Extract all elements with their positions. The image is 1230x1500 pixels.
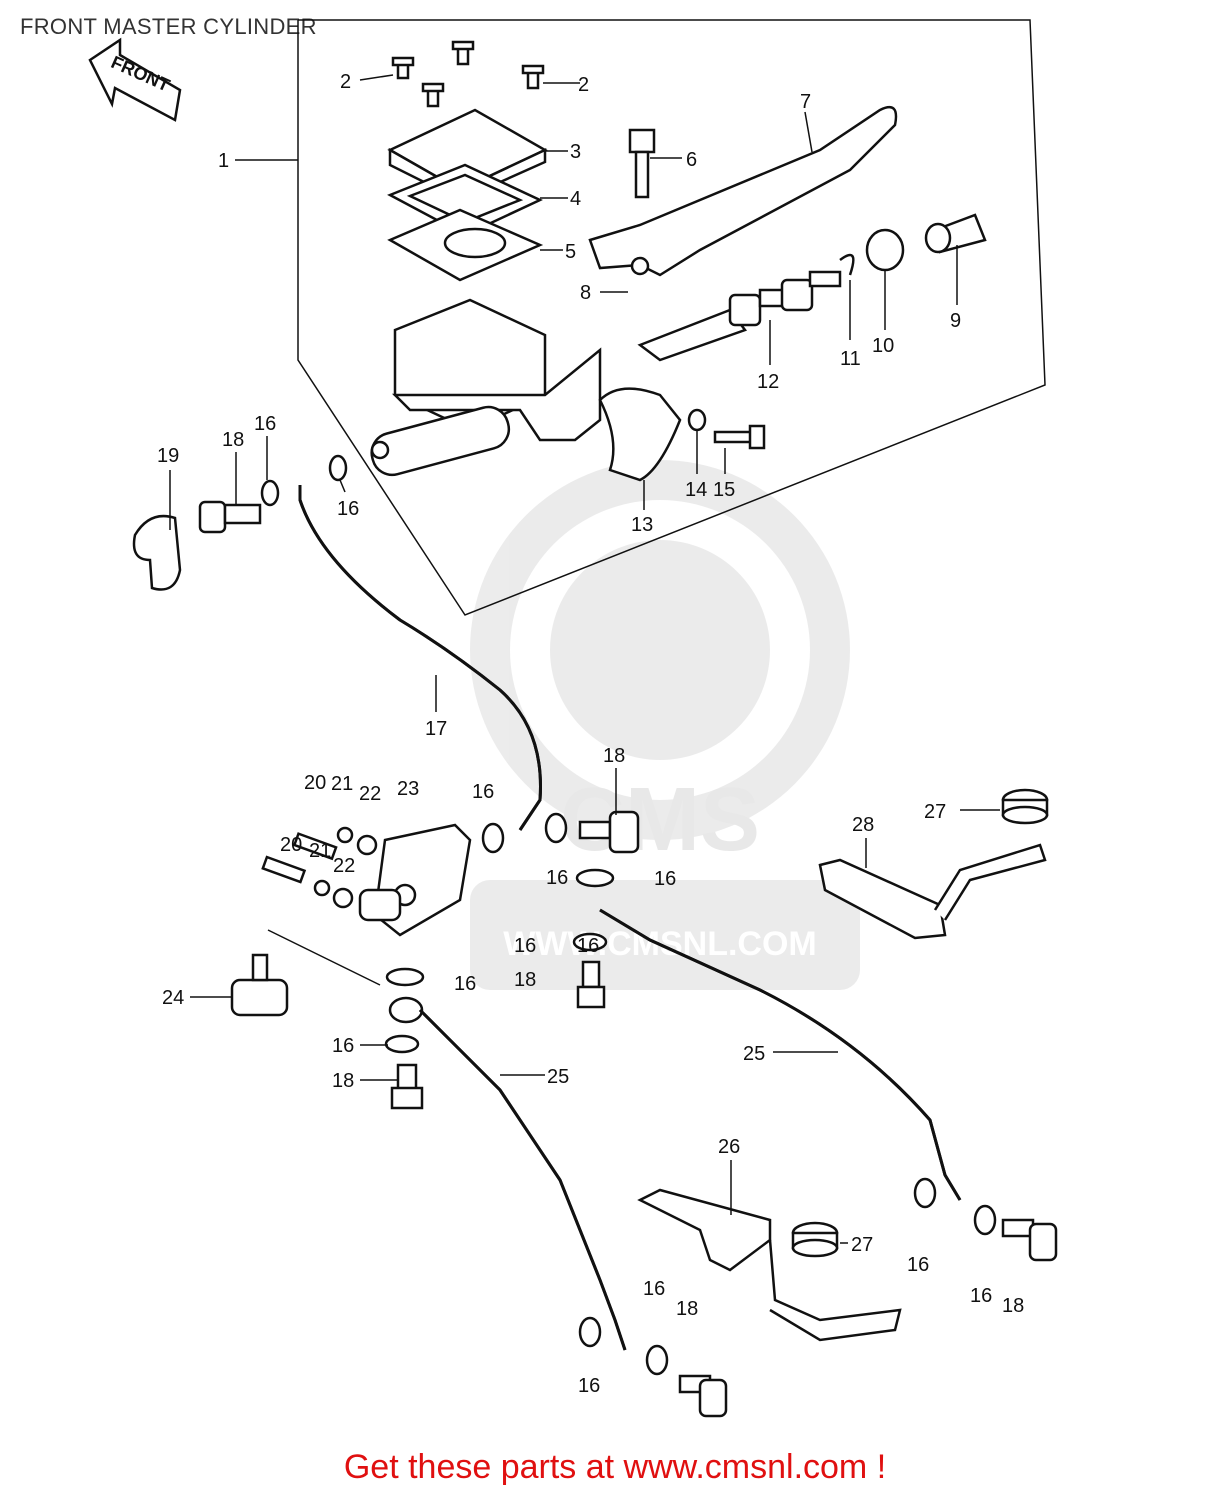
callout-2b: 2 [578, 74, 589, 96]
callout-9: 9 [950, 310, 961, 332]
callout-25a: 25 [547, 1066, 569, 1088]
banjo-cap [132, 514, 182, 591]
callout-19: 19 [157, 445, 179, 467]
brake-light-switch [230, 929, 381, 1017]
lever-pivot-bolt [628, 128, 656, 199]
callout-16-10: 16 [970, 1285, 992, 1307]
callout-21b: 21 [309, 840, 331, 862]
callout-21a: 21 [331, 773, 353, 795]
callout-24: 24 [162, 987, 184, 1009]
callout-25b: 25 [743, 1043, 765, 1065]
callout-18-1: 18 [222, 429, 244, 451]
callout-18-5: 18 [1002, 1295, 1024, 1317]
callout-16-6: 16 [514, 935, 536, 957]
callout-20b: 20 [280, 834, 302, 856]
banjo-bolt-upper [198, 454, 348, 534]
callout-18-3: 18 [514, 969, 536, 991]
callout-12: 12 [757, 371, 779, 393]
callout-2a: 2 [340, 71, 351, 93]
callout-22a: 22 [359, 783, 381, 805]
callout-4: 4 [570, 188, 581, 210]
callout-6: 6 [686, 149, 697, 171]
part-callouts: 1 2 2 3 4 5 6 7 8 9 10 11 12 13 14 15 16… [157, 71, 1024, 1397]
callout-16-2: 16 [337, 498, 359, 520]
reservoir-plate [387, 208, 544, 282]
callout-16-8: 16 [332, 1035, 354, 1057]
callout-16-7: 16 [454, 973, 476, 995]
handlebar-clamp [598, 387, 682, 482]
callout-1: 1 [218, 150, 229, 172]
right-caliper-fittings [913, 1177, 1058, 1262]
callout-18-4: 18 [332, 1070, 354, 1092]
callout-7: 7 [800, 91, 811, 113]
hose-bracket-upper [818, 843, 1047, 940]
callout-16-13: 16 [577, 935, 599, 957]
callout-16-9: 16 [907, 1254, 929, 1276]
callout-15: 15 [713, 479, 735, 501]
callout-16-4: 16 [546, 867, 568, 889]
callout-28: 28 [852, 814, 874, 836]
callout-13: 13 [631, 514, 653, 536]
diagram-title: FRONT MASTER CYLINDER [20, 14, 317, 39]
callout-17: 17 [425, 718, 447, 740]
leader-lines [169, 74, 1000, 1244]
callout-16-5: 16 [654, 868, 676, 890]
callout-26: 26 [718, 1136, 740, 1158]
grommets [791, 788, 1049, 1258]
callout-18-2: 18 [603, 745, 625, 767]
hose-bracket-lower [637, 1188, 902, 1342]
master-cylinder-body [370, 298, 602, 477]
brake-hose-joint [358, 823, 472, 937]
piston-assembly [630, 213, 987, 362]
joint-bolts [261, 826, 378, 909]
callout-8: 8 [580, 282, 591, 304]
callout-22b: 22 [333, 855, 355, 877]
left-caliper-fittings [578, 1316, 728, 1418]
callout-11: 11 [840, 348, 861, 370]
callout-16-1: 16 [254, 413, 276, 435]
callout-5: 5 [565, 241, 576, 263]
watermark-logo-text: CMS [560, 770, 760, 870]
callout-16-11: 16 [643, 1278, 665, 1300]
callout-16-12: 16 [578, 1375, 600, 1397]
left-brake-hose [418, 1008, 627, 1351]
cap-screws [391, 40, 545, 108]
footer-link[interactable]: Get these parts at www.cmsnl.com ! [343, 1448, 887, 1486]
callout-10: 10 [872, 335, 894, 357]
callout-27a: 27 [924, 801, 946, 823]
callout-23: 23 [397, 778, 419, 800]
front-arrow-badge: FRONT [88, 37, 182, 122]
assembly-outline [297, 19, 1046, 616]
brake-lever [588, 105, 898, 277]
callout-27b: 27 [851, 1234, 873, 1256]
callout-20a: 20 [304, 772, 326, 794]
clamp-bolt [687, 408, 766, 450]
callout-3: 3 [570, 141, 581, 163]
callout-18-6: 18 [676, 1298, 698, 1320]
cms-watermark: CMS WWW.CMSNL.COM [470, 460, 860, 990]
callout-14: 14 [685, 479, 707, 501]
callout-16-3: 16 [472, 781, 494, 803]
reservoir-diaphragm [387, 163, 543, 237]
